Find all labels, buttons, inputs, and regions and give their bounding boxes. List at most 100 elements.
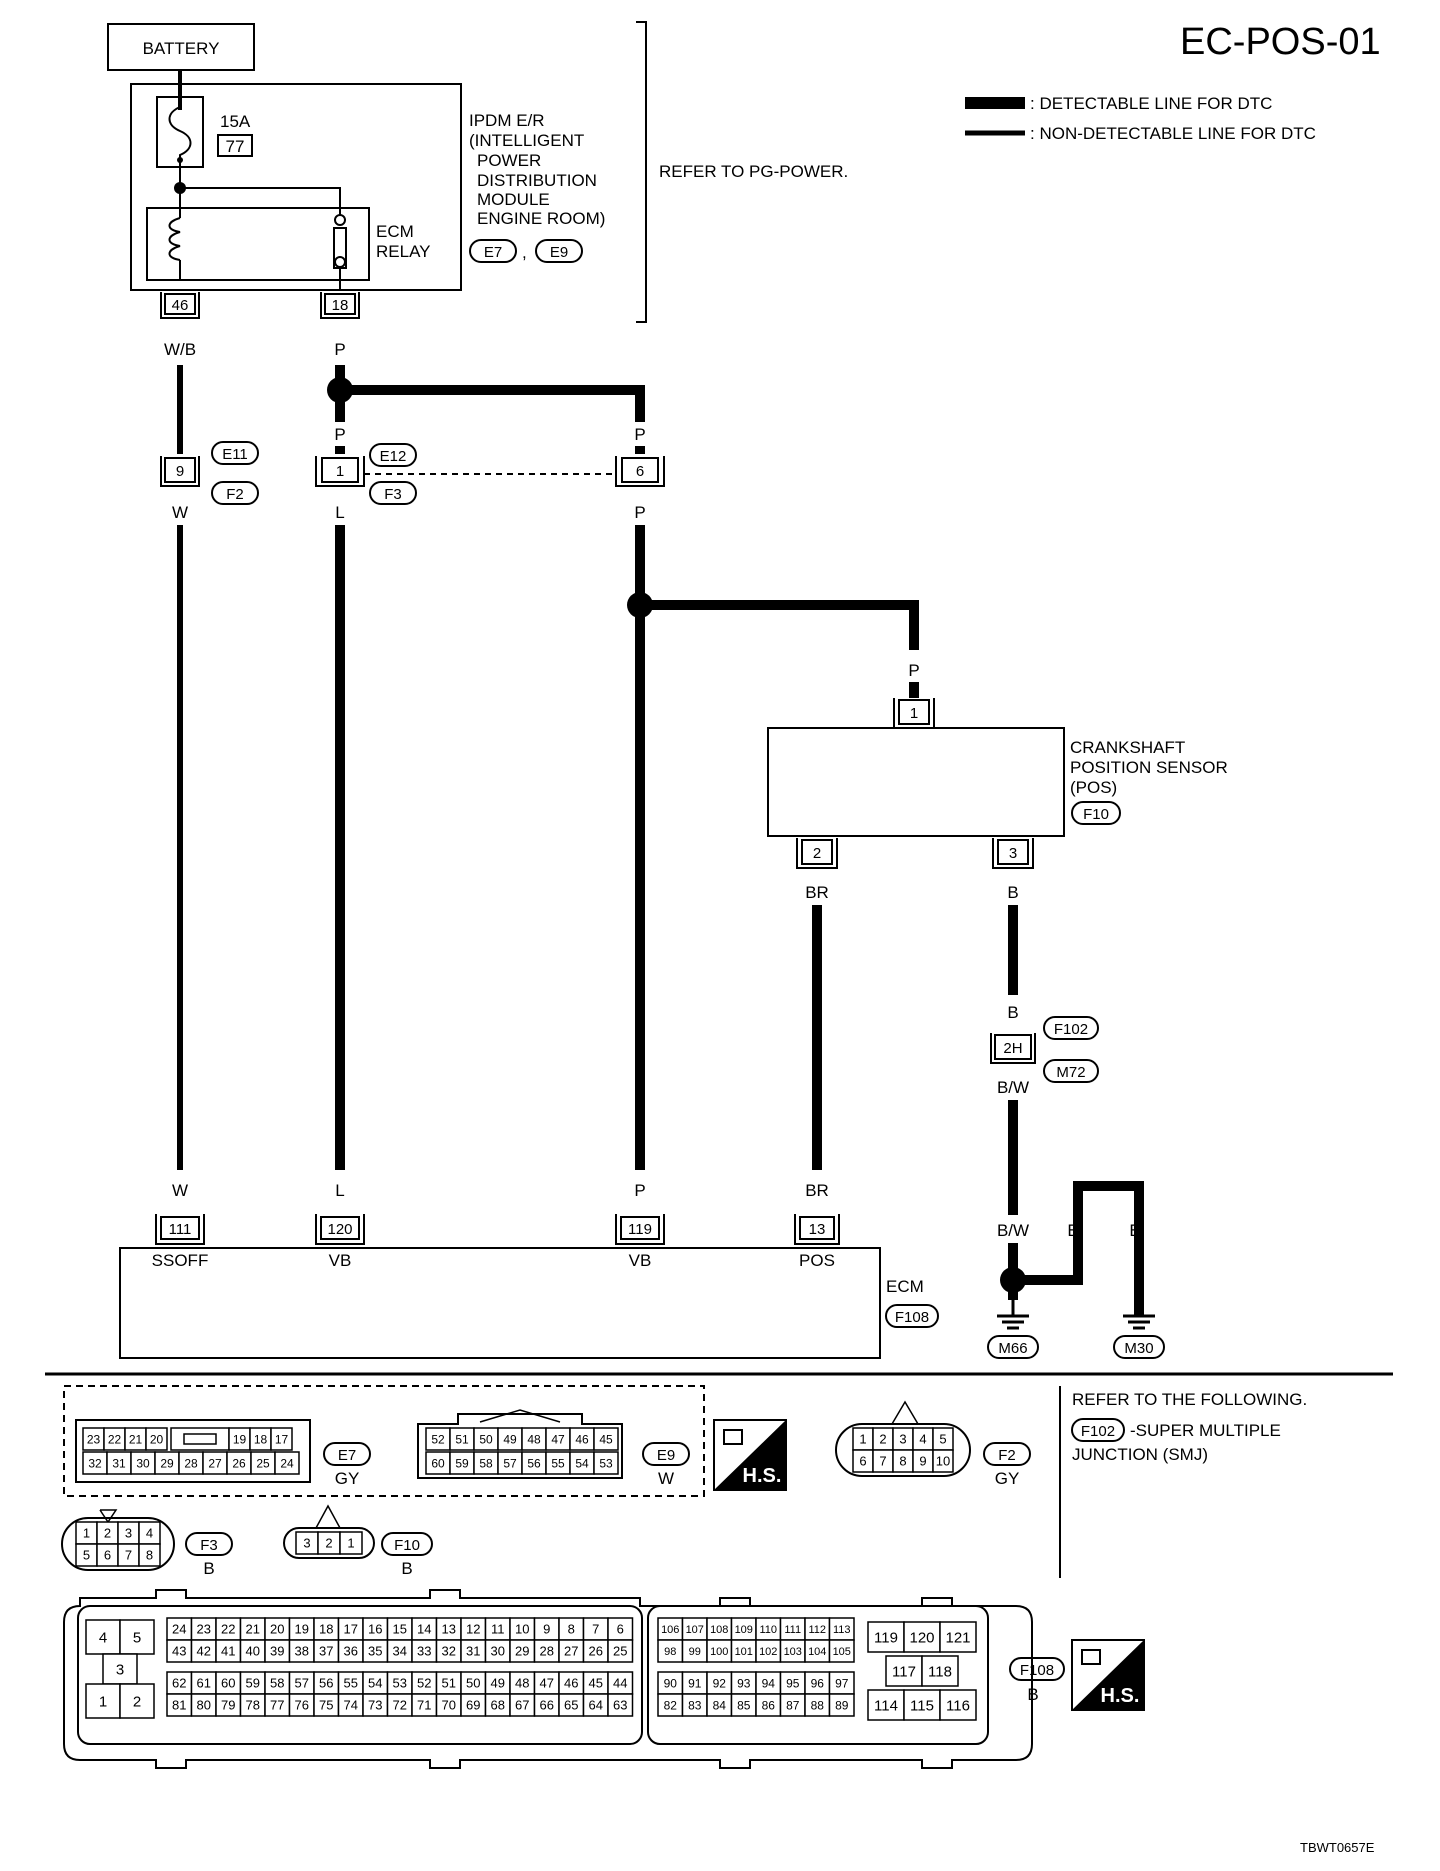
e7-pin-18: 18 [254,1432,268,1446]
legend-thick-label: : DETECTABLE LINE FOR DTC [1030,94,1272,113]
f108-pin-12: 12 [466,1622,480,1637]
f108-pin-65: 65 [564,1698,578,1713]
f108-pin-33: 33 [417,1644,431,1659]
e7-pin-26: 26 [232,1456,246,1470]
relay-contact-bottom [334,256,346,268]
f108-pin-104: 104 [808,1646,826,1658]
wire-p-branch [340,385,645,422]
f108-pin-67: 67 [515,1698,529,1713]
f108-pin-35: 35 [368,1644,382,1659]
sensor-pin-1: 1 [910,705,918,722]
wire-color-b-2: B [1007,1003,1018,1022]
f108-pin-114: 114 [874,1697,898,1714]
f108-pin-66: 66 [540,1698,554,1713]
f108-pin-2-box [119,1683,155,1719]
sensor-label-1: CRANKSHAFT [1070,738,1185,757]
f108-pin-28: 28 [540,1644,554,1659]
f108-pin-16: 16 [368,1622,382,1637]
f108-pin-44: 44 [613,1676,627,1691]
figure-id: TBWT0657E [1300,1840,1375,1855]
f108-pin-18: 18 [319,1622,333,1637]
f108-color: B [1027,1685,1038,1704]
refer-bracket [636,21,647,323]
f108-pin-56: 56 [319,1676,333,1691]
f108-pin-118: 118 [928,1663,952,1680]
e7-pin-24: 24 [280,1456,294,1470]
f108-pin-5: 5 [133,1629,141,1646]
sensor-label-2: POSITION SENSOR [1070,758,1228,777]
tag-e7-view [323,1442,371,1466]
f108-pin-25-box [607,1639,634,1663]
f108-pin-118-box [921,1655,959,1687]
f3-pin-8-box [138,1543,161,1567]
f108-pin-120: 120 [909,1629,934,1646]
f3-pin-4: 4 [146,1526,153,1541]
f108-pin-30: 30 [491,1644,505,1659]
hs-badge-2: H.S. [1071,1639,1145,1711]
tag-e9-view-label: E9 [657,1447,675,1464]
ecm-relay-label-2: RELAY [376,242,431,261]
tag-m30-label: M30 [1124,1340,1153,1357]
f108-pin-46: 46 [564,1676,578,1691]
e7-pin-17-box [270,1427,293,1451]
e7-pin-23: 23 [87,1432,101,1446]
ground-symbol-m66 [997,1314,1029,1330]
ipdm-label-1: IPDM E/R [469,111,545,130]
tag-f108-label: F108 [895,1309,929,1326]
f108-pin-3: 3 [116,1661,124,1678]
f108-pin-85: 85 [737,1698,751,1712]
f108-pin-114-box [867,1689,905,1721]
pin-46: 46 [172,297,189,314]
ecm-box [119,1247,881,1359]
refer-following-line1: REFER TO THE FOLLOWING. [1072,1390,1307,1409]
f108-pin-88: 88 [811,1698,825,1712]
e7-pin-29: 29 [160,1456,174,1470]
f2-pin-8: 8 [899,1454,906,1469]
hs-badge-2-label: H.S. [1101,1685,1140,1707]
junction-pin-1: 1 [336,463,344,480]
junction-pin-1-box [321,457,359,483]
f108-pin-27: 27 [564,1644,578,1659]
f2-color: GY [995,1469,1020,1488]
ecm-pin-name-vb-2: VB [629,1251,652,1270]
f108-pin-43: 43 [172,1644,186,1659]
f108-pin-58: 58 [270,1676,284,1691]
battery-box [107,23,255,71]
tag-m66-label: M66 [998,1340,1027,1357]
ecm-pin-111-box [160,1216,200,1240]
f108-pin-87: 87 [786,1698,800,1712]
ipdm-connectors-dashed-group [63,1385,705,1497]
relay-contact-top [334,214,346,226]
f108-pin-78: 78 [246,1698,260,1713]
wire-color-b-w-1: B/W [997,1078,1029,1097]
e9-pin-47: 47 [551,1432,565,1446]
f3-pin-1: 1 [83,1526,90,1541]
e9-pin-54: 54 [575,1456,589,1470]
f108-pin-10: 10 [515,1622,529,1637]
wire-color-l: L [335,503,344,522]
tag-f3-view-label: F3 [200,1537,218,1554]
f2-pin-6: 6 [859,1454,866,1469]
ipdm-label-4: DISTRIBUTION [477,171,597,190]
wire-color-p-5: P [908,661,919,680]
f2-pin-10: 10 [936,1454,950,1469]
pin-18: 18 [332,297,349,314]
f108-pin-45: 45 [589,1676,603,1691]
f108-pin-102: 102 [759,1646,777,1658]
f108-pin-39: 39 [270,1644,284,1659]
f108-pin-121: 121 [945,1629,970,1646]
f3-pin-6: 6 [104,1548,111,1563]
f108-pin-113: 113 [833,1624,851,1636]
f108-pin-55: 55 [344,1676,358,1691]
e7-pin-30: 30 [136,1456,150,1470]
f108-pin-61: 61 [197,1676,211,1691]
f108-pin-74: 74 [344,1698,358,1713]
tag-m30 [1113,1335,1165,1359]
f108-pin-81: 81 [172,1698,186,1713]
f108-pin-101: 101 [735,1646,753,1658]
ecm-pin-13: 13 [809,1221,826,1238]
f108-pin-60: 60 [221,1676,235,1691]
